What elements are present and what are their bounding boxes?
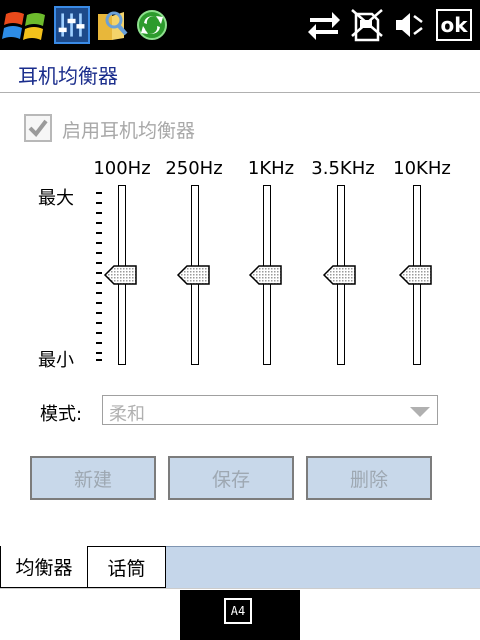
scale-max-label: 最大 [38, 188, 74, 209]
slider-thumb-250hz[interactable] [175, 265, 233, 285]
slider-thumb-1khz[interactable] [247, 265, 305, 285]
scale-min-label: 最小 [38, 350, 74, 371]
storage-card-icon[interactable] [350, 6, 386, 44]
checkmark-icon [28, 119, 48, 138]
windows-start-icon[interactable] [2, 6, 50, 44]
slider-thumb-10khz[interactable] [397, 265, 455, 285]
mode-label: 模式: [40, 404, 83, 425]
volume-icon[interactable] [392, 6, 426, 44]
keyboard-icon[interactable]: A4 [224, 598, 252, 624]
band-label-250hz: 250Hz [165, 158, 223, 179]
slider-thumb-3-5khz[interactable] [321, 265, 379, 285]
scale-ticks [96, 192, 102, 361]
tab-microphone[interactable]: 话筒 [88, 546, 166, 588]
connectivity-icon[interactable] [304, 6, 344, 44]
file-explorer-icon[interactable] [94, 6, 130, 44]
band-label-100hz: 100Hz [93, 158, 151, 179]
tab-equalizer[interactable]: 均衡器 [0, 546, 88, 588]
enable-equalizer-label: 启用耳机均衡器 [62, 120, 196, 142]
mode-value: 柔和 [109, 404, 145, 425]
page-title: 耳机均衡器 [18, 64, 118, 88]
title-divider [0, 92, 480, 93]
save-preset-button[interactable]: 保存 [168, 456, 294, 500]
band-label-1khz: 1KHz [247, 158, 295, 179]
mode-dropdown[interactable]: 柔和 [102, 395, 438, 425]
ok-button[interactable]: ok [436, 9, 472, 41]
enable-equalizer-checkbox[interactable] [24, 114, 52, 142]
new-preset-button[interactable]: 新建 [30, 456, 156, 500]
delete-preset-button[interactable]: 删除 [306, 456, 432, 500]
band-label-3-5khz: 3.5KHz [311, 158, 375, 179]
slider-thumb-100hz[interactable] [102, 265, 160, 285]
dropdown-arrow-icon [410, 407, 430, 417]
equalizer-app-icon[interactable] [54, 6, 90, 44]
band-label-10khz: 10KHz [393, 158, 451, 179]
sync-icon[interactable] [134, 6, 170, 44]
